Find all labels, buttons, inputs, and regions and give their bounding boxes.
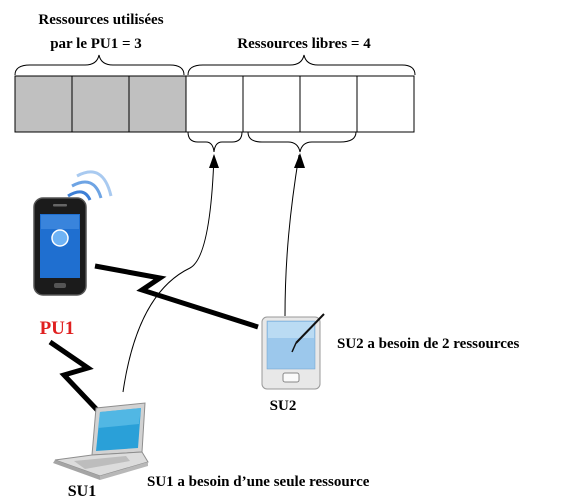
- tablet-icon: [261, 313, 325, 390]
- su1-arrowhead: [209, 154, 219, 168]
- resource-blocks: [14, 75, 415, 133]
- su1-label: SU1: [68, 483, 96, 500]
- free-resources-label: Ressources libres = 4: [237, 36, 371, 52]
- su2-allocation-brace: [247, 131, 357, 153]
- free-resource-block: [356, 75, 415, 133]
- su2-need-label: SU2 a besoin de 2 ressources: [337, 336, 520, 352]
- used-resources-brace: [14, 54, 185, 76]
- free-resource-block: [242, 75, 301, 133]
- su1-need-label: SU1 a besoin d’une seule ressource: [147, 474, 370, 490]
- su2-label: SU2: [270, 398, 297, 414]
- laptop-icon: [53, 402, 149, 480]
- su1-allocation-brace: [187, 131, 243, 153]
- free-resource-block: [299, 75, 358, 133]
- free-resources-brace: [187, 54, 416, 76]
- pu1-label: PU1: [40, 318, 75, 339]
- used-resources-label-line2: par le PU1 = 3: [50, 36, 142, 52]
- pu1-su2-interference-link: [94, 263, 259, 330]
- su2-arrowhead: [294, 153, 305, 168]
- used-resource-block: [128, 75, 187, 133]
- used-resources-label-line1: Ressources utilisées: [38, 12, 163, 28]
- su2-access-arrow: [284, 154, 300, 317]
- smartphone-icon: [33, 170, 113, 296]
- pu1-su1-interference-link: [48, 339, 102, 415]
- used-resource-block: [71, 75, 130, 133]
- su1-access-arrow: [122, 154, 215, 393]
- free-resource-block: [185, 75, 244, 133]
- used-resource-block: [14, 75, 73, 133]
